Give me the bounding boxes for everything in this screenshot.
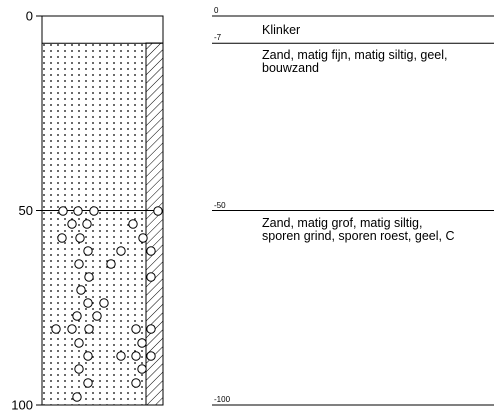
gravel-symbol: [146, 324, 156, 334]
layer-description: bouwzand: [262, 61, 319, 76]
gravel-symbol: [138, 233, 148, 243]
gravel-symbol: [146, 272, 156, 282]
gravel-symbol: [83, 351, 93, 361]
gravel-symbol: [92, 311, 102, 321]
layer-fill-dots-gravel: [42, 210, 146, 405]
gravel-symbol: [116, 246, 126, 256]
gravel-symbol: [76, 285, 86, 295]
gravel-symbol: [75, 233, 85, 243]
gravel-symbol: [153, 206, 163, 216]
gravel-symbol: [116, 351, 126, 361]
layer-fill-fine-dots: [42, 43, 146, 211]
gravel-symbol: [131, 378, 141, 388]
bottom-depth-label: -100: [214, 395, 231, 404]
gravel-symbol: [83, 378, 93, 388]
layer-description: Zand, matig fijn, matig siltig, geel,: [262, 48, 448, 63]
gravel-symbol: [82, 219, 92, 229]
gravel-symbol: [146, 246, 156, 256]
gravel-symbol: [67, 324, 77, 334]
gravel-symbol: [131, 351, 141, 361]
gravel-symbol: [137, 338, 147, 348]
layer-depth-label: 0: [214, 6, 219, 15]
gravel-symbol: [74, 364, 84, 374]
gravel-symbol: [51, 324, 61, 334]
depth-tick-label: 50: [19, 203, 33, 218]
gravel-symbol: [83, 246, 93, 256]
gravel-symbol: [72, 392, 82, 402]
layer-depth-label: -7: [214, 33, 222, 43]
layer-description: Klinker: [262, 23, 301, 37]
gravel-symbol: [67, 219, 77, 229]
layer-depth-label: -50: [214, 200, 226, 210]
depth-tick-label: 100: [11, 398, 33, 413]
layer-description: sporen grind, sporen roest, geel, C: [262, 228, 455, 243]
gravel-symbol: [131, 324, 141, 334]
gravel-symbol: [73, 206, 83, 216]
gravel-symbol: [74, 259, 84, 269]
gravel-symbol: [84, 272, 94, 282]
gravel-symbol: [106, 259, 116, 269]
gravel-symbol: [99, 298, 109, 308]
gravel-symbol: [83, 298, 93, 308]
casing-hatch: [145, 42, 164, 406]
depth-tick-label: 0: [26, 9, 33, 24]
gravel-symbol: [89, 206, 99, 216]
gravel-symbol: [146, 351, 156, 361]
layer-description: Zand, matig grof, matig siltig,: [262, 215, 423, 230]
gravel-symbol: [58, 206, 68, 216]
gravel-symbol: [74, 338, 84, 348]
gravel-symbol: [57, 233, 67, 243]
gravel-symbol: [128, 219, 138, 229]
gravel-symbol: [137, 364, 147, 374]
gravel-symbol: [72, 311, 82, 321]
gravel-symbol: [84, 324, 94, 334]
